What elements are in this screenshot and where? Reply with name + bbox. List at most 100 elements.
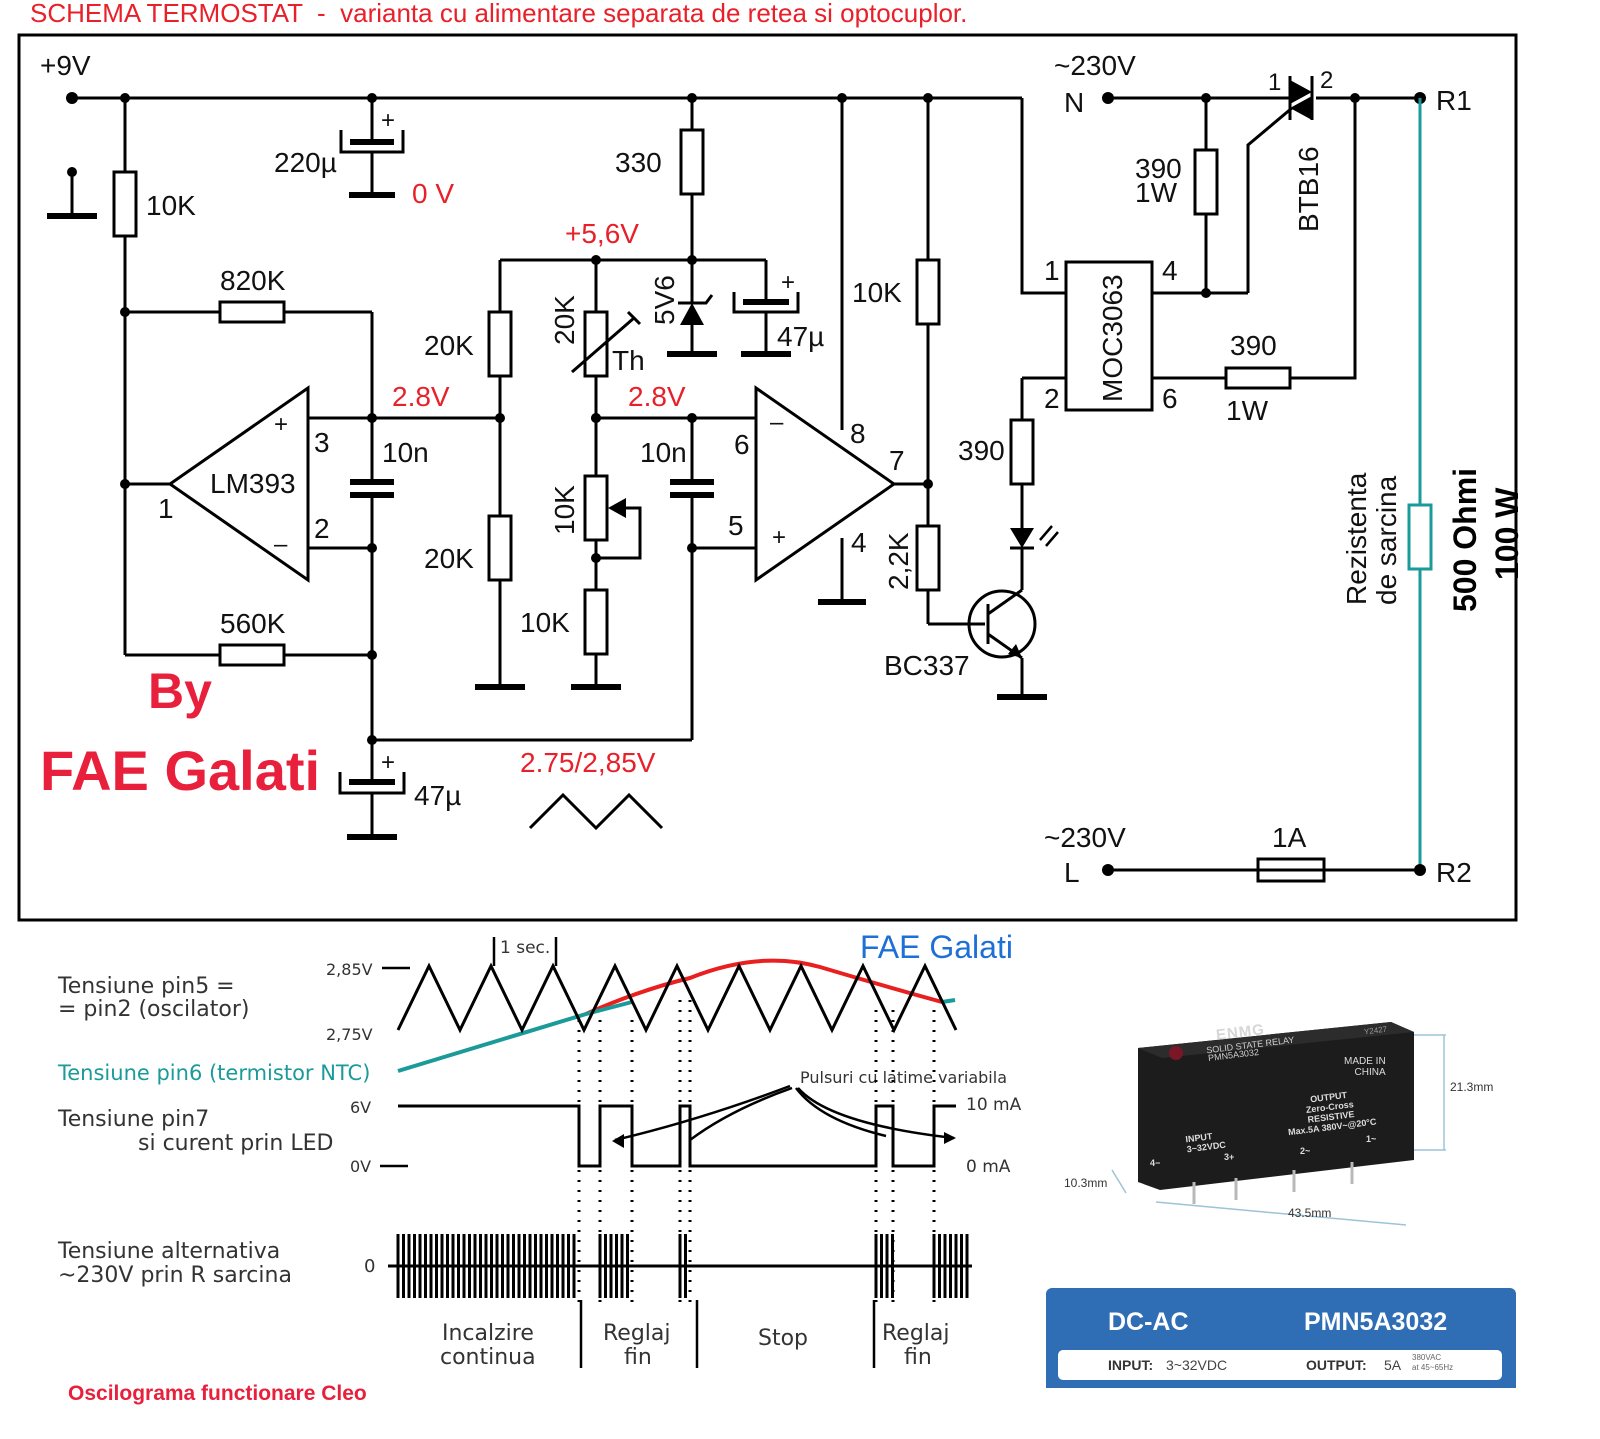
- fuse-label: 1A: [1272, 822, 1307, 853]
- capacitor-10n-1: [350, 479, 692, 780]
- phase-label: Reglaj: [882, 1321, 950, 1346]
- thermistor-chain: [571, 260, 642, 690]
- row4-zero: 0: [364, 1256, 375, 1277]
- mains-top-phase: N: [1064, 87, 1084, 118]
- pin-label: 8: [850, 418, 866, 449]
- pin-label: 1: [158, 493, 174, 524]
- oscillator-triangle-wave: [396, 962, 958, 1034]
- ac-bursts: [396, 1234, 969, 1298]
- input-label: INPUT:: [1108, 1357, 1154, 1373]
- load-resistor: [1407, 98, 1433, 870]
- capacitor-220u: [339, 98, 405, 198]
- pin-label: 2: [314, 513, 330, 544]
- phase-dividers: [579, 1300, 876, 1368]
- row1-label-2: = pin2 (oscilator): [58, 997, 249, 1022]
- r-out-pullup-label: 10K: [852, 277, 902, 308]
- row4-label-2: ~230V prin R sarcina: [58, 1263, 292, 1288]
- mains-top-voltage: ~230V: [1054, 50, 1136, 81]
- relay-illustration: [1111, 1022, 1446, 1226]
- row3-label-1: Tensiune pin7: [57, 1107, 209, 1132]
- phase-label: continua: [440, 1345, 536, 1370]
- thermistor-label: Th: [612, 345, 645, 376]
- cap-plus: +: [381, 107, 395, 134]
- relay-origin: MADE IN CHINA: [1344, 1056, 1386, 1078]
- c-zener-label: 47µ: [777, 321, 824, 352]
- resistor-390-gate: [1193, 98, 1219, 298]
- comparator-2: [591, 98, 933, 740]
- optocoupler-label: MOC3063: [1097, 274, 1128, 402]
- ntc-curve-rising: [397, 1012, 587, 1073]
- resistor-390-snubber: [1224, 98, 1357, 390]
- r-fb1-label: 820K: [220, 265, 286, 296]
- r-gate-label: 390: [1135, 153, 1182, 184]
- r-snub-power: 1W: [1226, 395, 1269, 426]
- row3-high-current: 10 mA: [966, 1095, 1022, 1115]
- zener-node-voltage: +5,6V: [565, 218, 639, 249]
- pin-label: 1: [1044, 255, 1060, 286]
- r-snub-label: 390: [1230, 330, 1277, 361]
- output-freq: 380VAC at 45~65Hz: [1412, 1353, 1453, 1373]
- pin-label: 6: [1162, 383, 1178, 414]
- pin-label: 1: [1268, 69, 1281, 96]
- terminal-r2: R2: [1436, 857, 1472, 888]
- comparator-label: LM393: [210, 468, 296, 499]
- mains-neutral-line: [1102, 92, 1426, 104]
- input-value: 3~32VDC: [1166, 1357, 1228, 1373]
- r-fb2-label: 560K: [220, 608, 286, 639]
- row3-low: 0V: [350, 1157, 371, 1176]
- node-voltage-right: 2.8V: [628, 381, 686, 412]
- r-pullup-label: 10K: [146, 190, 196, 221]
- node-voltage-left: 2.8V: [392, 381, 450, 412]
- pin-label: 4: [851, 527, 867, 558]
- c-osc-bottom-label: 47µ: [414, 780, 461, 811]
- row3-low-current: 0 mA: [966, 1157, 1011, 1177]
- zener-label: 5V6: [649, 275, 680, 325]
- pin-label: 3: [314, 427, 330, 458]
- pulse-arrows: [612, 1084, 956, 1148]
- output-value: 5A: [1384, 1357, 1402, 1373]
- cap-plus: +: [781, 269, 795, 296]
- row3-label-2: si curent prin LED: [138, 1131, 333, 1156]
- minus-sign: –: [770, 409, 784, 436]
- led-390-resistor: [1009, 376, 1066, 550]
- c-supply-label: 220µ: [274, 147, 337, 178]
- thermistor-value: 20K: [549, 295, 580, 345]
- mains-line-l: [1102, 857, 1426, 883]
- zero-volt-label: 0 V: [412, 178, 454, 209]
- r-led-label: 390: [958, 435, 1005, 466]
- time-marker-label: 1 sec.: [500, 938, 550, 958]
- phase-label: Stop: [758, 1326, 808, 1351]
- c-osc1-label: 10n: [382, 437, 429, 468]
- country: CHINA: [1354, 1067, 1386, 1078]
- triac-btb16: [1246, 76, 1314, 293]
- pin-label: 7: [889, 445, 905, 476]
- row1-label-1: Tensiune pin5 =: [57, 974, 235, 999]
- banner-spec-strip: INPUT: 3~32VDC OUTPUT: 5A 380VAC at 45~6…: [1058, 1350, 1502, 1380]
- c-osc2-label: 10n: [640, 437, 687, 468]
- relay-pin2: 2~: [1300, 1146, 1311, 1156]
- pin-label: 6: [734, 429, 750, 460]
- pot-label: 10K: [549, 485, 580, 535]
- relay-pin4: 4−: [1150, 1158, 1161, 1168]
- author-name: FAE Galati: [40, 739, 320, 802]
- capacitor-47u-zener: [732, 260, 800, 357]
- capacitor-47u-bottom: [338, 772, 406, 840]
- banner-type: DC-AC: [1108, 1308, 1189, 1336]
- resistor-330: [679, 98, 705, 260]
- load-power: 100 W: [1489, 487, 1525, 580]
- row2-label: Tensiune pin6 (termistor NTC): [57, 1061, 370, 1085]
- pin-label: 4: [1162, 255, 1178, 286]
- resistor-10k-pullup: [112, 98, 138, 655]
- comparator-lm393: [125, 385, 500, 583]
- mains-bottom-phase: L: [1064, 857, 1080, 888]
- row1-high: 2,85V: [326, 960, 373, 979]
- r-div-top-label: 20K: [424, 330, 474, 361]
- oscillogram: FAE Galati 1 sec. Tensiune pin5 = = pin2…: [57, 929, 1022, 1405]
- oscillogram-brand: FAE Galati: [860, 929, 1013, 965]
- dimension-height: 21.3mm: [1450, 1080, 1494, 1094]
- transistor-label: BC337: [884, 650, 970, 681]
- phase-label: fin: [624, 1345, 652, 1370]
- pin-label: 2: [1044, 383, 1060, 414]
- osc-voltage-label: 2.75/2,85V: [520, 747, 656, 778]
- phase-label: Reglaj: [603, 1321, 671, 1346]
